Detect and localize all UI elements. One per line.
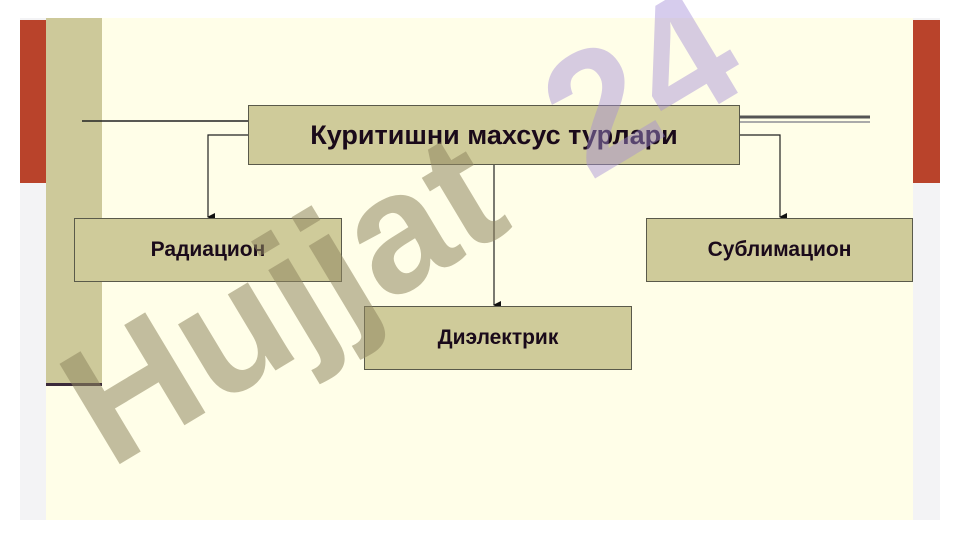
arrow-to-sublimation [740, 134, 787, 221]
arrow-to-radiation [207, 134, 248, 221]
root-node-label: Куритишни махсус турлари [310, 119, 678, 150]
right-red-bar [913, 20, 940, 183]
node-dielectric: Диэлектрик [364, 306, 632, 370]
node-sublimation: Сублимацион [646, 218, 913, 282]
node-label: Радиацион [150, 238, 266, 261]
node-label: Диэлектрик [437, 326, 559, 349]
olive-side-bar [46, 18, 102, 386]
node-radiation: Радиацион [74, 218, 342, 282]
left-red-bar [20, 20, 46, 183]
node-label: Сублимацион [707, 238, 852, 261]
root-node: Куритишни махсус турлари [248, 105, 740, 165]
